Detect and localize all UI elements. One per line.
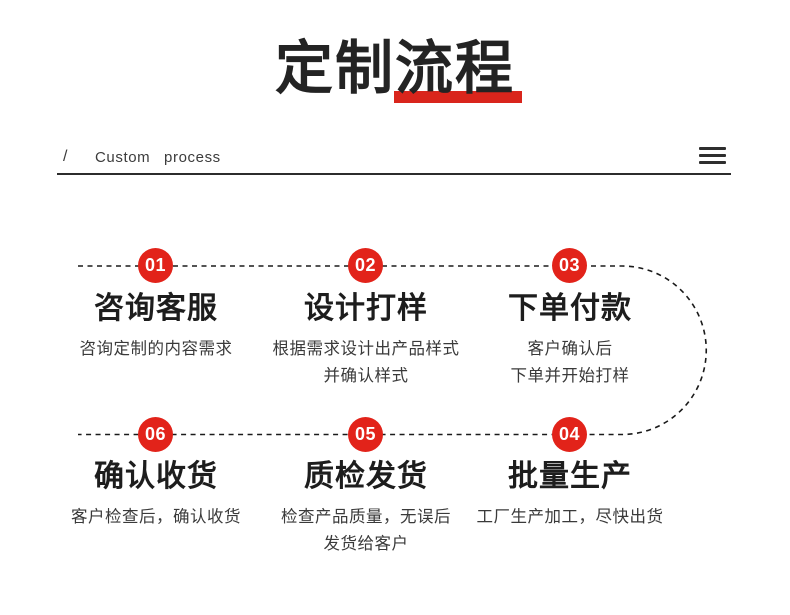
step-title: 设计打样 xyxy=(304,292,428,325)
step-block-03: 下单付款 客户确认后 下单并开始打样 xyxy=(455,292,685,390)
step-block-06: 确认收货 客户检查后，确认收货 xyxy=(41,460,271,531)
page-title: 定制流程 xyxy=(0,36,790,103)
subtitle-label: Custom process xyxy=(95,149,221,166)
hamburger-menu-icon xyxy=(699,147,726,164)
step-desc-line2: 并确认样式 xyxy=(323,366,409,385)
step-title: 咨询客服 xyxy=(94,292,218,325)
step-desc-line1: 咨询定制的内容需求 xyxy=(79,339,233,358)
step-block-01: 咨询客服 咨询定制的内容需求 xyxy=(41,292,271,363)
step-badge-06: 06 xyxy=(138,417,173,452)
step-badge-01: 01 xyxy=(138,248,173,283)
step-desc-line1: 工厂生产加工，尽快出货 xyxy=(476,507,664,526)
subtitle-slash: / xyxy=(63,148,68,165)
step-desc-line1: 根据需求设计出产品样式 xyxy=(272,339,460,358)
step-badge-02: 02 xyxy=(348,248,383,283)
step-badge-03: 03 xyxy=(552,248,587,283)
step-desc-line2: 发货给客户 xyxy=(323,534,409,553)
step-desc-line2: 下单并开始打样 xyxy=(510,366,630,385)
page-title-part1: 定制 xyxy=(274,36,395,101)
step-block-04: 批量生产 工厂生产加工，尽快出货 xyxy=(455,460,685,531)
step-desc-line1: 检查产品质量，无误后 xyxy=(281,507,451,526)
step-block-05: 质检发货 检查产品质量，无误后 发货给客户 xyxy=(251,460,481,558)
step-badge-04: 04 xyxy=(552,417,587,452)
step-desc-line1: 客户确认后 xyxy=(527,339,613,358)
step-title: 确认收货 xyxy=(94,460,218,493)
step-badge-05: 05 xyxy=(348,417,383,452)
step-title: 批量生产 xyxy=(508,460,632,493)
step-desc-line1: 客户检查后，确认收货 xyxy=(71,507,241,526)
step-block-02: 设计打样 根据需求设计出产品样式 并确认样式 xyxy=(251,292,481,390)
page-title-part2-wrap: 流程 xyxy=(394,36,523,103)
step-title: 质检发货 xyxy=(304,460,428,493)
header-divider xyxy=(57,173,731,175)
subheader: / Custom process xyxy=(57,147,731,169)
title-underline-accent xyxy=(394,90,523,103)
step-title: 下单付款 xyxy=(508,292,632,325)
page-title-part2: 流程 xyxy=(395,36,516,101)
flow-connector-path xyxy=(78,265,707,436)
